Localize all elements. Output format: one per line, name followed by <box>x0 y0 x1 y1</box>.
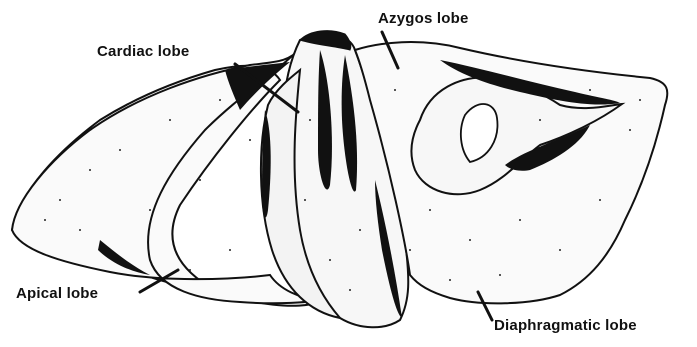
cardiac-lobe-label: Cardiac lobe <box>97 44 189 59</box>
apical-lobe-label: Apical lobe <box>16 286 98 301</box>
diaphragmatic-lobe-label: Diaphragmatic lobe <box>494 318 637 333</box>
azygos-lobe-label: Azygos lobe <box>378 11 469 26</box>
